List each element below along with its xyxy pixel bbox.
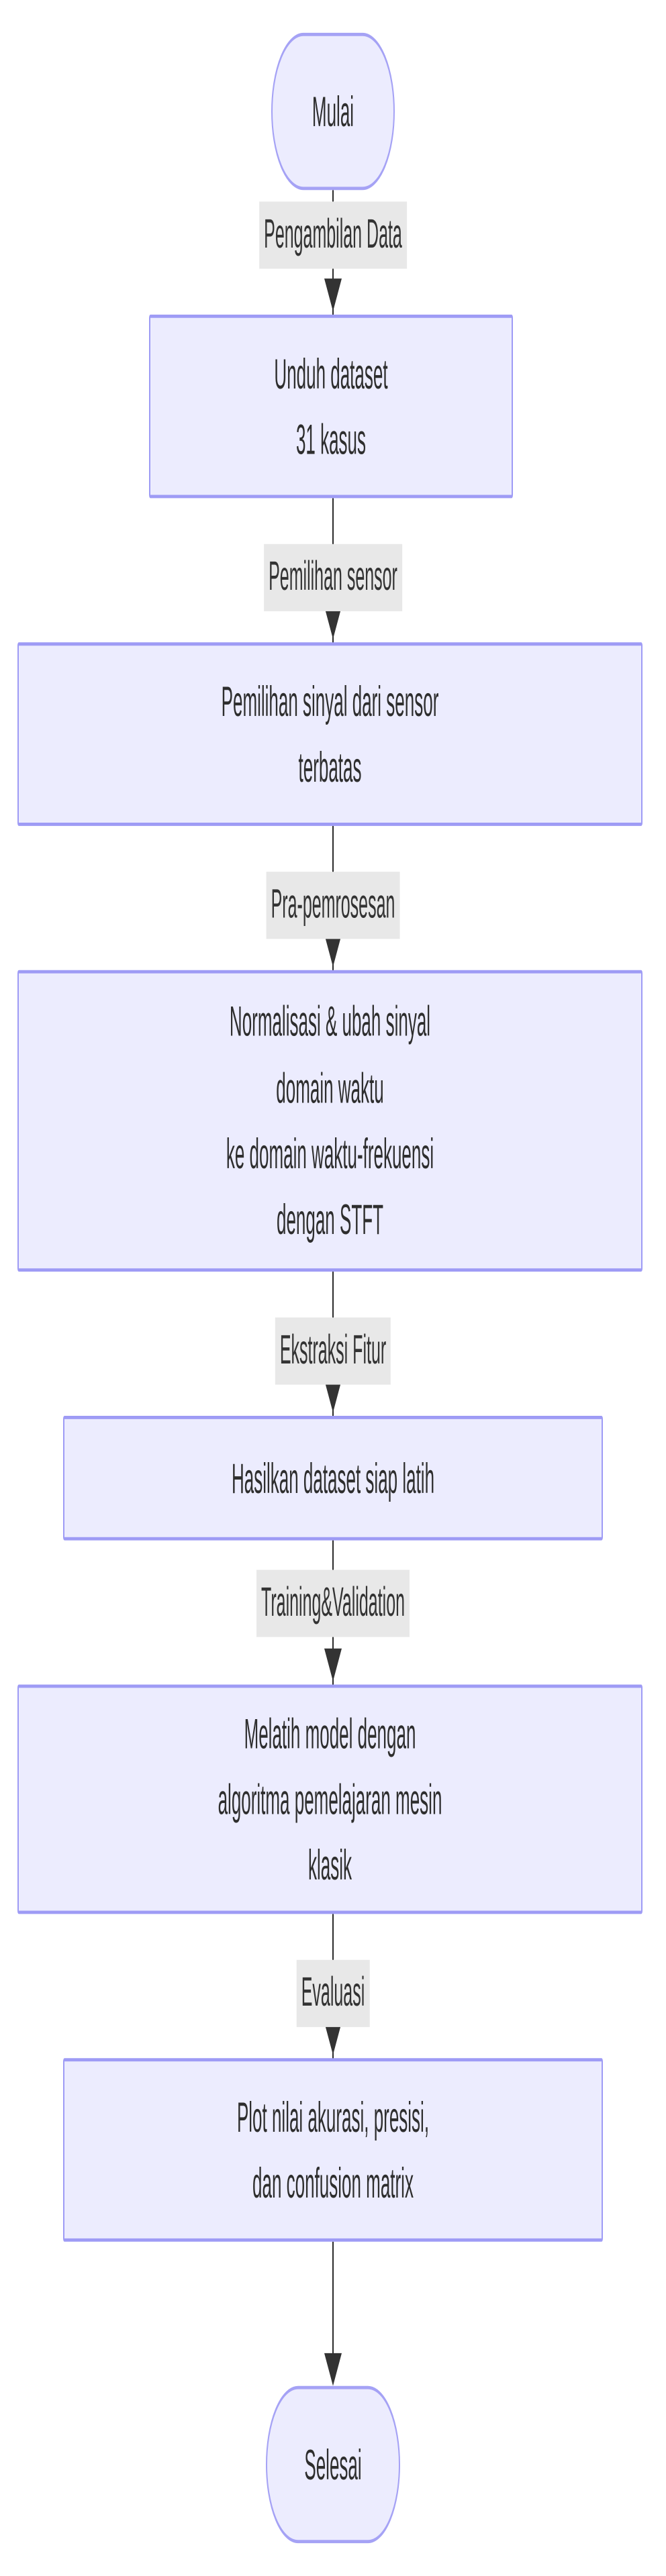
- edge-label-pemilihan-sensor: Pemilihan sensor: [264, 544, 402, 611]
- arrow-head-download: [324, 278, 342, 312]
- node-end[interactable]: Selesai: [266, 2385, 400, 2544]
- edge-label-ekstraksi-fitur: Ekstraksi Fitur: [275, 1317, 391, 1385]
- edge-label-training-validation: Training&Validation: [256, 1569, 410, 1637]
- node-download-dataset[interactable]: Unduh dataset 31 kasus: [149, 314, 513, 499]
- node-signal-selection[interactable]: Pemilihan sinyal dari sensor terbatas: [17, 642, 643, 826]
- edge-label-evaluasi: Evaluasi: [296, 1959, 370, 2027]
- arrow-head-train: [324, 1648, 342, 1682]
- node-preprocessing[interactable]: Normalisasi & ubah sinyal domain waktu k…: [17, 970, 643, 1272]
- node-evaluate-results[interactable]: Plot nilai akurasi, presisi, dan confusi…: [63, 2058, 603, 2242]
- arrow-head-preprocess: [324, 934, 342, 967]
- arrow-head-select: [324, 606, 342, 639]
- node-train-model[interactable]: Melatih model dengan algoritma pemelajar…: [17, 1684, 643, 1914]
- arrow-head-features: [324, 1380, 342, 1413]
- edge-label-pengambilan-data: Pengambilan Data: [259, 201, 407, 269]
- edge-label-pra-pemrosesan: Pra-pemrosesan: [266, 872, 400, 939]
- node-ready-dataset[interactable]: Hasilkan dataset siap latih: [63, 1415, 603, 1541]
- arrow-head-evaluate: [324, 2022, 342, 2055]
- arrow-head-end: [324, 2353, 342, 2386]
- edge-line-evaluate-end: [332, 2241, 334, 2377]
- node-start[interactable]: Mulai: [271, 32, 395, 191]
